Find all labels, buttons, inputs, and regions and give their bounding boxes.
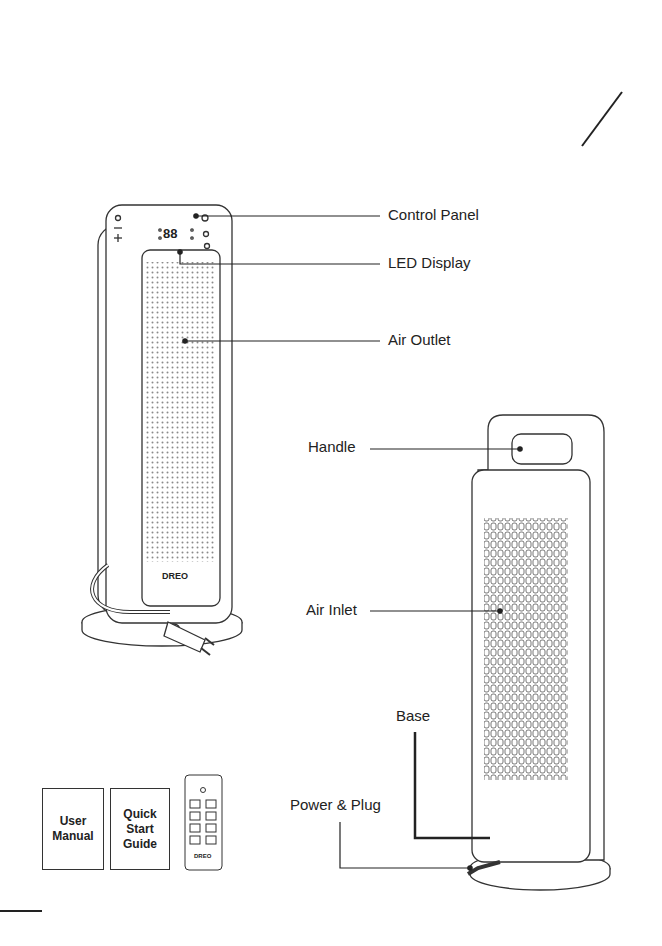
page-rule [0, 910, 42, 912]
part-name: Power & Plug [290, 797, 381, 814]
part-name: Air Inlet [306, 602, 357, 619]
part-name: Control Panel [388, 207, 479, 224]
part-name: LED Display [388, 255, 471, 272]
brand-logo: DREO [194, 853, 211, 860]
part-name: Air Outlet [388, 332, 451, 349]
front-heater [82, 205, 242, 655]
corner-mark [582, 92, 622, 146]
document-box: Quick Start Guide [110, 788, 170, 870]
display-digits: 88 [163, 227, 177, 241]
rear-heater [468, 415, 610, 890]
brand-logo: DREO [162, 572, 188, 582]
remote-control [185, 775, 222, 870]
box-text: User Manual [43, 812, 103, 846]
part-name: Base [396, 708, 430, 725]
box-text: Quick Start Guide [111, 805, 169, 854]
leader-lines [178, 214, 380, 343]
part-name: Handle [308, 439, 356, 456]
document-box: User Manual [42, 788, 104, 870]
